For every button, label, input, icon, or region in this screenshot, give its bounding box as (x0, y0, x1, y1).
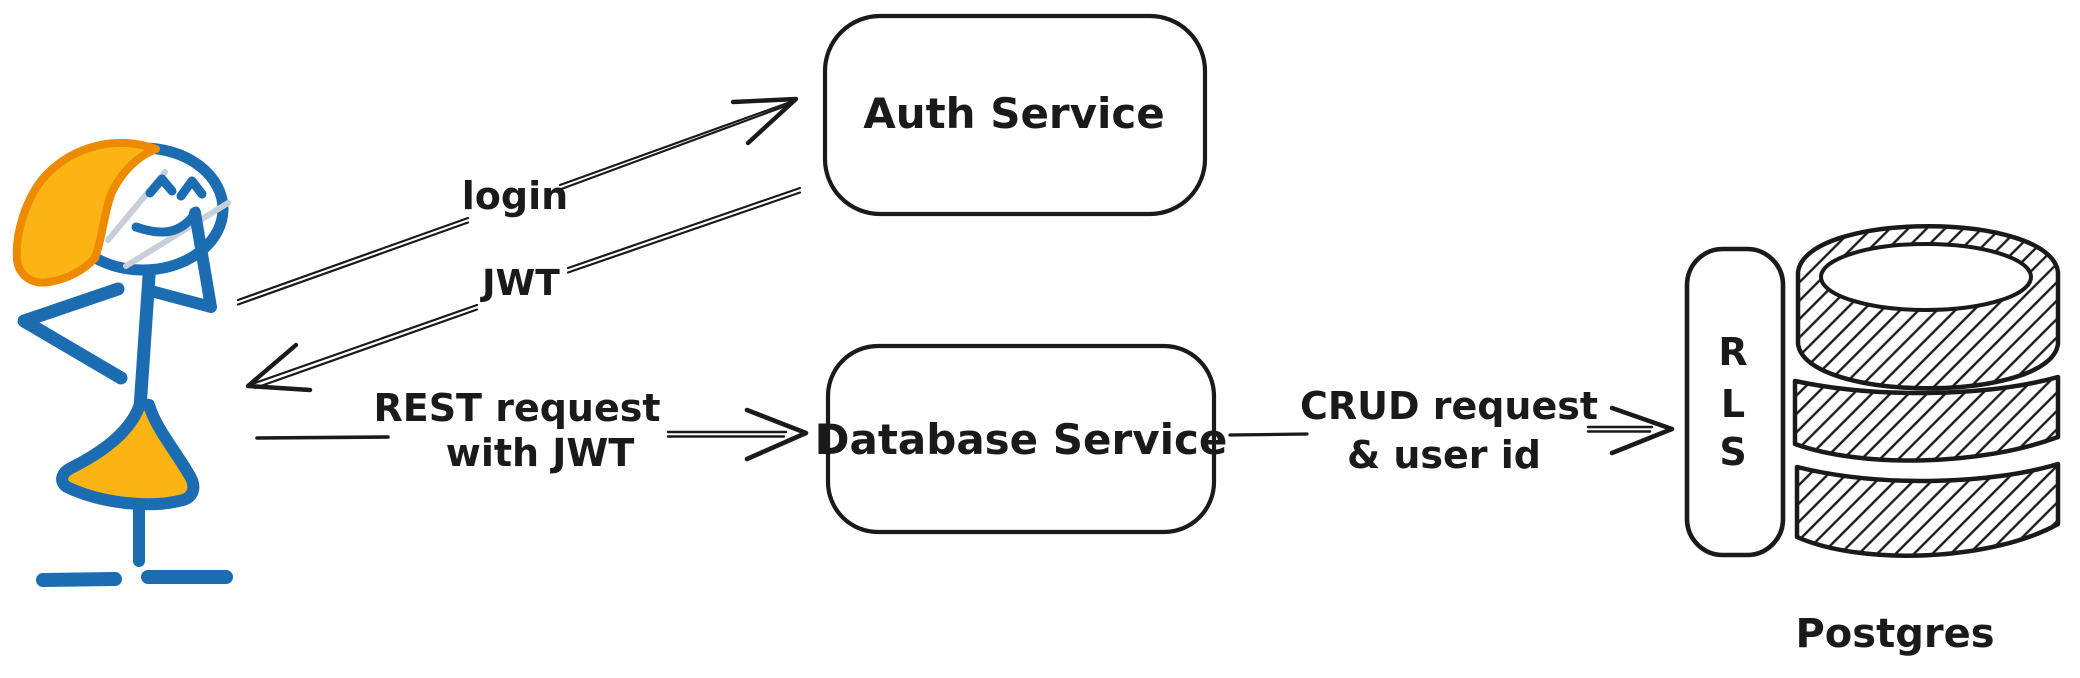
auth-service-node: Auth Service (822, 13, 1208, 217)
db-bottom-segment (1794, 461, 2061, 558)
jwt-arrowhead-icon (245, 342, 313, 393)
database-service-label: Database Service (815, 415, 1228, 464)
postgres-node: Postgres (1792, 224, 2061, 657)
rls-box (1684, 246, 1786, 558)
rls-node: R L S (1684, 246, 1786, 558)
postgres-label: Postgres (1795, 611, 1994, 657)
user-feet (36, 570, 233, 587)
login-arrowhead-icon (730, 96, 799, 146)
jwt-arrow: JWT (245, 186, 802, 393)
jwt-arrow-line (250, 186, 802, 386)
rest-request-arrow: REST request with JWT (255, 386, 809, 475)
database-cylinder-icon (1792, 224, 2061, 558)
rls-letter-r: R (1718, 330, 1747, 374)
rest-arrow-tail-line (255, 435, 390, 440)
login-arrow-line-2 (236, 102, 793, 306)
rest-label-line2: with JWT (446, 431, 635, 475)
jwt-label: JWT (479, 263, 560, 304)
rest-label-line1: REST request (373, 386, 660, 430)
login-label: login (462, 174, 568, 218)
db-top-opening (1819, 242, 2033, 312)
rls-letter-s: S (1719, 430, 1746, 474)
user-arm-right (145, 207, 217, 313)
database-service-node: Database Service (815, 343, 1228, 535)
rest-arrowhead-icon (744, 407, 809, 462)
db-middle-segment (1792, 374, 2061, 463)
crud-label-line2: & user id (1347, 433, 1541, 477)
auth-service-box (822, 13, 1208, 217)
crud-arrow-tail-line (1228, 432, 1309, 437)
rls-letter-l: L (1721, 382, 1745, 426)
jwt-arrow-line-2 (253, 191, 802, 390)
login-arrow-line (236, 98, 798, 302)
crud-request-arrow: CRUD request & user id (1228, 384, 1675, 477)
user-hair (12, 139, 160, 287)
login-arrow: login (236, 96, 799, 306)
database-service-box (825, 343, 1217, 535)
crud-arrowhead-icon (1609, 405, 1675, 456)
crud-label-line1: CRUD request (1300, 384, 1598, 428)
user-torso (133, 269, 156, 415)
user-figure-icon (12, 139, 233, 587)
user-arm-left (17, 282, 128, 385)
user-dress (56, 398, 200, 511)
user-eyes (145, 174, 207, 201)
auth-service-label: Auth Service (863, 89, 1165, 138)
